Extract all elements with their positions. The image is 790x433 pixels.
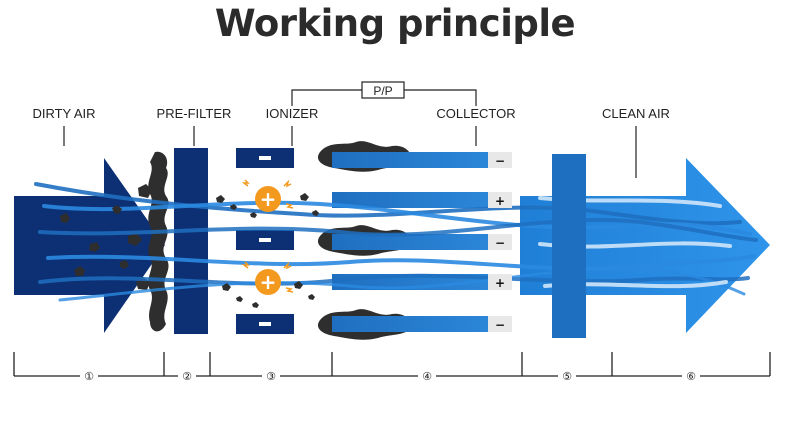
stage-scale xyxy=(13,352,771,377)
collector-sign: − xyxy=(495,154,505,168)
ionizer-plates xyxy=(236,148,294,334)
stage-number: ② xyxy=(182,370,192,383)
dirty-air-arrow xyxy=(14,158,165,333)
label-collector: COLLECTOR xyxy=(436,106,515,121)
collector-plate xyxy=(332,192,488,208)
stage-number: ⑤ xyxy=(562,370,572,383)
dust-particles xyxy=(60,193,319,308)
stage-number: ③ xyxy=(266,370,276,383)
dust-chunk xyxy=(128,233,142,246)
stage-number: ⑥ xyxy=(686,370,696,383)
page-title: Working principle xyxy=(214,2,576,45)
pp-box xyxy=(361,81,405,99)
stage-number-backgrounds xyxy=(80,368,700,384)
label-pp: P/P xyxy=(373,84,392,98)
ion-circle xyxy=(255,186,281,212)
label-ionizer: IONIZER xyxy=(266,106,319,121)
stage-number: ④ xyxy=(422,370,432,383)
collector-sign: + xyxy=(495,194,505,208)
collector-plate xyxy=(332,152,488,168)
label-dirty-air: DIRTY AIR xyxy=(32,106,95,121)
air-flow-streams xyxy=(34,182,758,302)
ion-charge-sign: + xyxy=(260,270,277,294)
label-pre-filter: PRE-FILTER xyxy=(157,106,232,121)
ion-charge xyxy=(241,179,294,295)
leader-lines xyxy=(63,89,637,178)
ion-circle xyxy=(255,269,281,295)
collector-plate xyxy=(332,316,488,332)
collector-sign-tabs xyxy=(488,152,512,332)
collector-sign: + xyxy=(495,276,505,290)
pre-filter-panel xyxy=(174,148,208,334)
post-filter-panel xyxy=(552,154,586,338)
collector-plates xyxy=(332,152,488,332)
dust-on-prefilter xyxy=(148,151,169,332)
collector-sign: − xyxy=(495,318,505,332)
stage-number: ① xyxy=(84,370,94,383)
collector-plate xyxy=(332,234,488,250)
label-clean-air: CLEAN AIR xyxy=(602,106,670,121)
ion-charge-sign: + xyxy=(260,187,277,211)
dust-chunk xyxy=(138,184,152,198)
collector-sign: − xyxy=(495,236,505,250)
